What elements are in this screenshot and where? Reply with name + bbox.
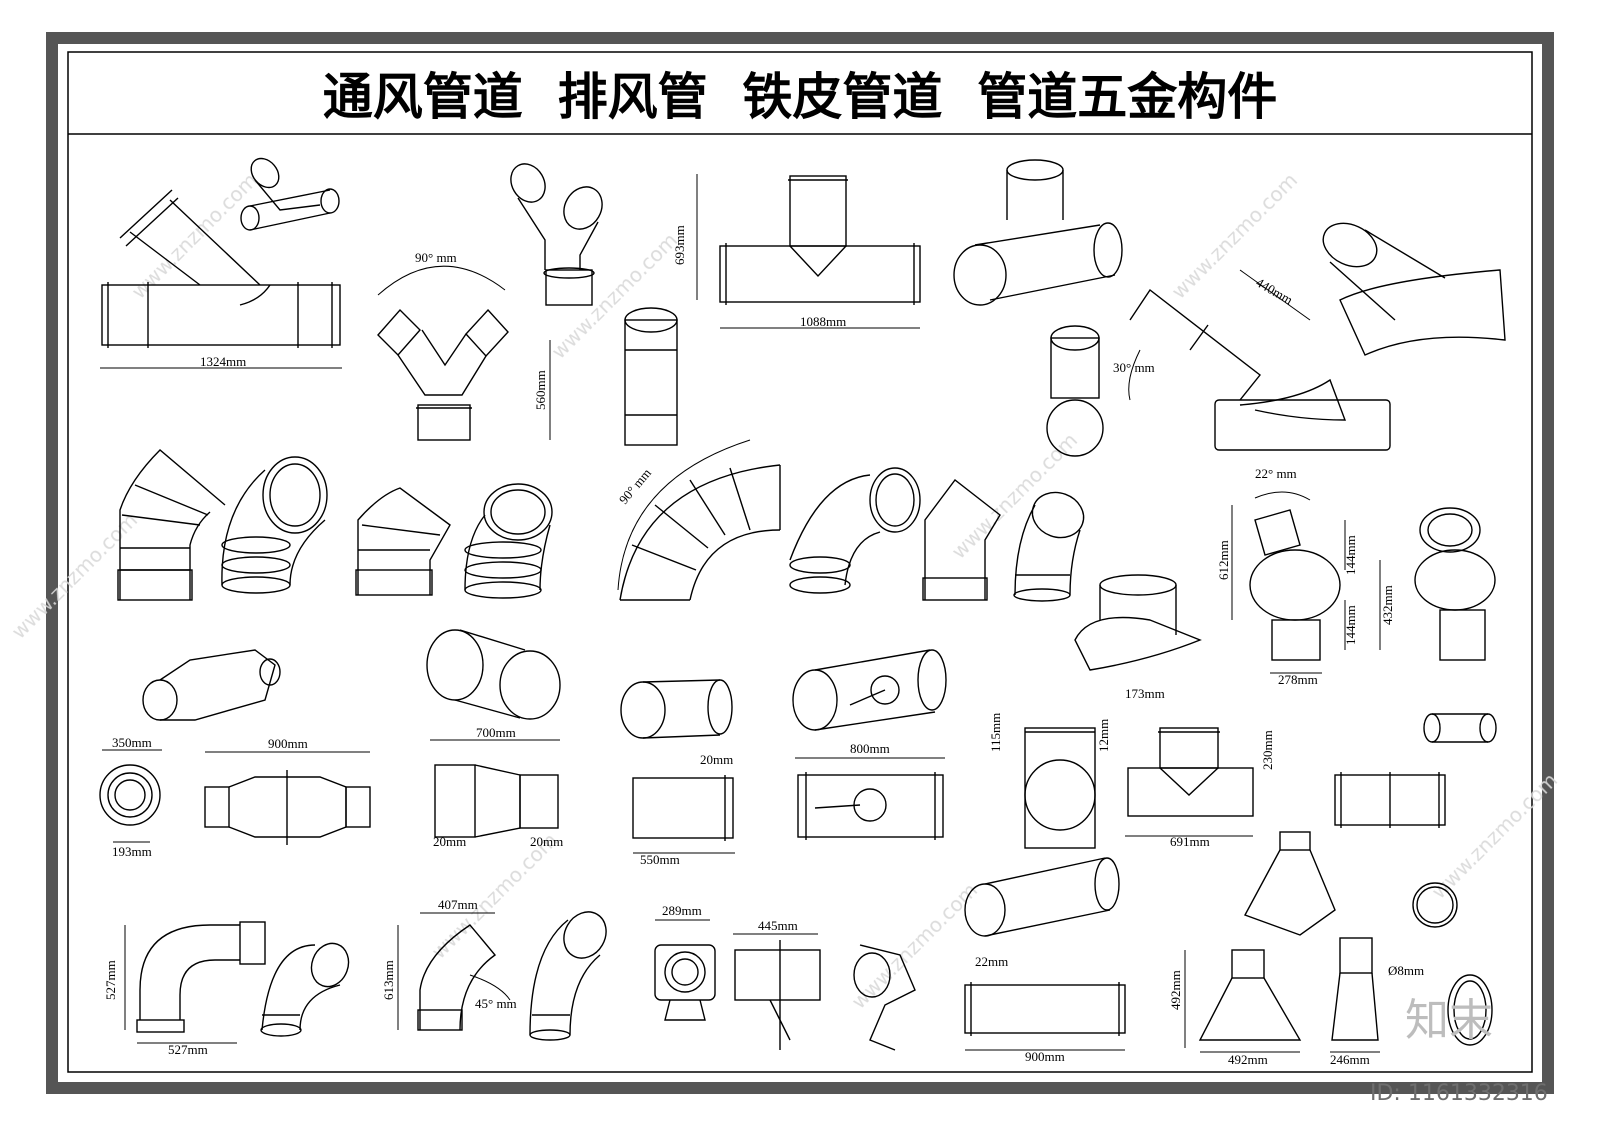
dim-230: 230mm xyxy=(1260,730,1275,770)
dim-691: 691mm xyxy=(1170,834,1210,849)
dim-90a: 90° mm xyxy=(415,250,457,265)
silencer-3d xyxy=(142,649,281,721)
silencer-900: 900mm xyxy=(204,736,371,845)
tee-691: 691mm 230mm xyxy=(1125,727,1275,849)
dim-407: 407mm xyxy=(438,897,478,912)
elbow-30 xyxy=(922,479,1001,601)
damper-bracket: 289mm 445mm xyxy=(654,903,821,1050)
damper-800: 800mm xyxy=(792,649,947,840)
image-id-label: ID: 1161332316 xyxy=(1370,1081,1548,1106)
elbow-30-3d xyxy=(1013,491,1085,602)
segmented-elbow-3d-b xyxy=(789,467,921,594)
dim-289: 289mm xyxy=(662,903,702,918)
outer-frame xyxy=(46,32,1554,1094)
dim-613: 613mm xyxy=(381,960,396,1000)
y-branch-small xyxy=(240,157,340,231)
branch-30-degree: 30° mm xyxy=(1113,288,1391,451)
dim-527a: 527mm xyxy=(103,960,118,1000)
tee-flat-173: 173mm 115mm 12mm xyxy=(988,686,1165,849)
dim-20b: 20mm xyxy=(530,834,563,849)
dim-115: 115mm xyxy=(988,713,1003,752)
dim-492a: 492mm xyxy=(1168,970,1183,1010)
dim-246: 246mm xyxy=(1330,1052,1370,1067)
inner-frame xyxy=(67,51,1533,1073)
dim-278: 278mm xyxy=(1278,672,1318,687)
segmented-elbow-1-3d xyxy=(221,456,328,594)
silencer-end: 350mm 193mm xyxy=(99,735,162,859)
elbow-45-3d xyxy=(529,911,607,1041)
dim-350: 350mm xyxy=(112,735,152,750)
coupler-small xyxy=(1423,713,1497,743)
pipe-clamp: Ø8mm xyxy=(1388,882,1493,1046)
hood-492: 492mm 492mm xyxy=(1168,949,1302,1067)
elbow-527-3d xyxy=(260,942,350,1037)
reducer-246: 246mm xyxy=(1330,937,1380,1067)
reducer-22: 22° mm 612mm 144mm 144mm 432mm 278mm xyxy=(1216,466,1395,687)
straight-pipe-550: 20mm 550mm xyxy=(620,679,735,867)
damper-bracket-3d xyxy=(853,944,916,1051)
segmented-elbow-1 xyxy=(117,449,226,601)
dim-900b: 900mm xyxy=(1025,1049,1065,1064)
page-title: 通风管道 排风管 铁皮管道 管道五金构件 xyxy=(323,68,1277,126)
brand-logo: 知末 xyxy=(1405,995,1493,1046)
dim-700: 700mm xyxy=(476,725,516,740)
dim-693: 693mm xyxy=(672,225,687,265)
elbow-round-vertical xyxy=(1046,325,1104,457)
dim-8: Ø8mm xyxy=(1388,963,1424,978)
reducer-700: 700mm 20mm 20mm xyxy=(426,629,563,849)
dim-560: 560mm xyxy=(533,370,548,410)
straight-pipe-flat xyxy=(1334,772,1446,828)
elbow-45: 407mm 613mm 45° mm xyxy=(381,897,517,1031)
elbow-527: 527mm 527mm xyxy=(103,921,266,1057)
y-branch-1324: 1324mm xyxy=(100,189,342,369)
dim-30: 30° mm xyxy=(1113,360,1155,375)
straight-pipe-560: 560mm xyxy=(533,307,678,446)
dim-527b: 527mm xyxy=(168,1042,208,1057)
segmented-elbow-2-3d xyxy=(464,483,553,599)
dim-1324: 1324mm xyxy=(200,354,246,369)
dim-193: 193mm xyxy=(112,844,152,859)
y-90-branch: 90° mm xyxy=(377,250,509,441)
dim-173: 173mm xyxy=(1125,686,1165,701)
straight-pipe-900: 22mm 900mm xyxy=(964,857,1126,1064)
segmented-elbow-2 xyxy=(355,487,451,596)
dim-22mm: 22mm xyxy=(975,954,1008,969)
tee-3d xyxy=(953,159,1123,306)
hood-3d xyxy=(1243,831,1336,936)
dim-550: 550mm xyxy=(640,852,680,867)
dim-1088: 1088mm xyxy=(800,314,846,329)
dim-144a: 144mm xyxy=(1343,535,1358,575)
dim-45: 45° mm xyxy=(475,996,517,1011)
reducer-3d xyxy=(1414,507,1496,661)
dim-445: 445mm xyxy=(758,918,798,933)
dim-432: 432mm xyxy=(1380,585,1395,625)
dim-22: 22° mm xyxy=(1255,466,1297,481)
saddle-tee-3d xyxy=(1074,574,1202,671)
dim-612: 612mm xyxy=(1216,540,1231,580)
dim-20a: 20mm xyxy=(433,834,466,849)
tee-1088: 693mm 1088mm xyxy=(672,174,921,329)
y-wye-3d xyxy=(510,163,603,306)
dim-20c: 20mm xyxy=(700,752,733,767)
dim-492b: 492mm xyxy=(1228,1052,1268,1067)
dim-144b: 144mm xyxy=(1343,605,1358,645)
dim-800: 800mm xyxy=(850,741,890,756)
dim-12: 12mm xyxy=(1096,719,1111,752)
dim-900a: 900mm xyxy=(268,736,308,751)
